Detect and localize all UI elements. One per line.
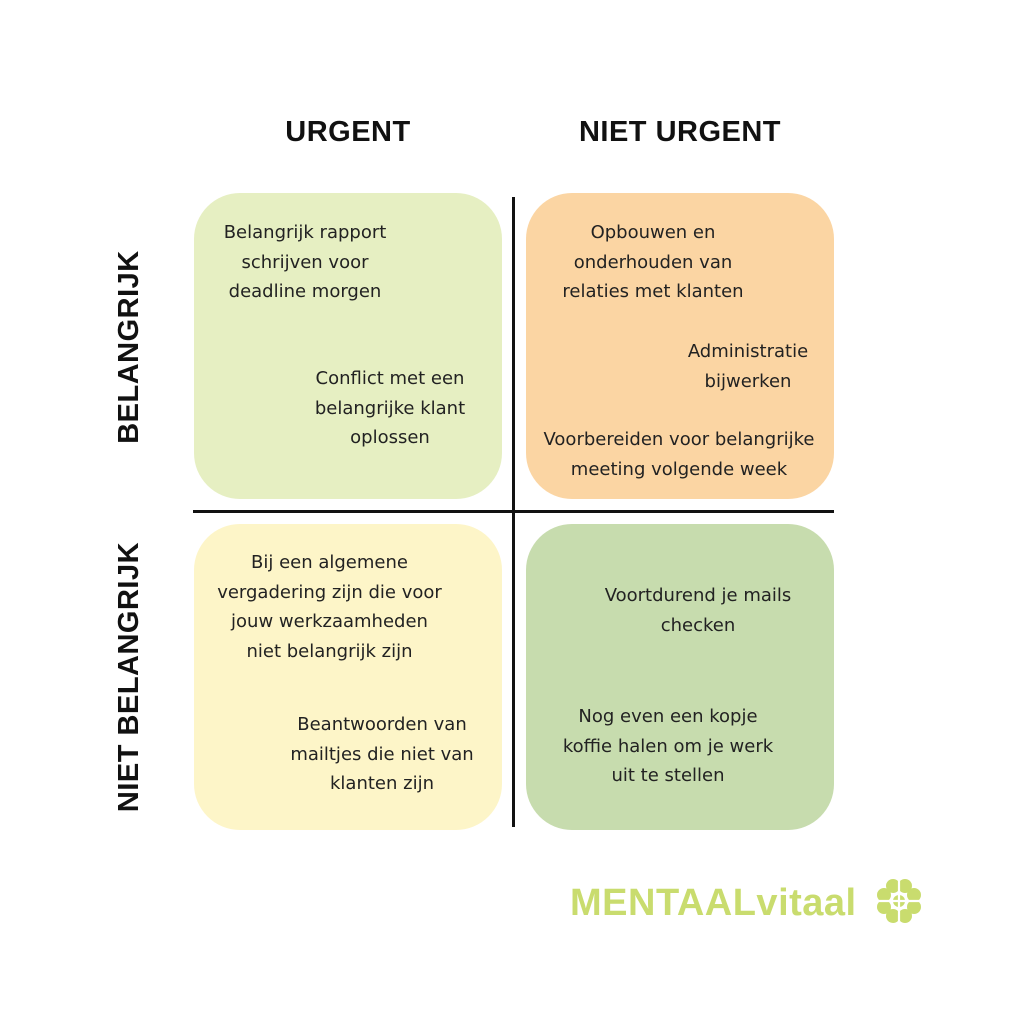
- quadrant-urgent-important: [194, 193, 502, 499]
- note-conflict: Conflict met een belangrijke klant oplos…: [314, 368, 466, 448]
- column-header-urgent: URGENT: [285, 116, 411, 148]
- clover-icon: [877, 879, 921, 923]
- row-header-niet-belangrijk: NIET BELANGRIJK: [113, 541, 145, 813]
- horizontal-divider: [193, 510, 834, 513]
- quadrant-urgent-not-important: [194, 524, 502, 830]
- quadrant-not-urgent-not-important: [526, 524, 834, 830]
- quadrant-not-urgent-important: [526, 193, 834, 499]
- column-header-niet-urgent: NIET URGENT: [578, 116, 782, 148]
- note-mails-checken: Voortdurend je mails checken: [604, 585, 792, 636]
- note-mailtjes: Beantwoorden van mailtjes die niet van k…: [290, 714, 474, 794]
- row-header-belangrijk: BELANGRIJK: [113, 250, 145, 444]
- note-rapport: Belangrijk rapport schrijven voor deadli…: [223, 222, 387, 302]
- note-relaties: Opbouwen en onderhouden van relaties met…: [562, 222, 744, 302]
- note-koffie: Nog even een kopje koffie halen om je we…: [562, 706, 774, 786]
- brand-name: MENTAALvitaal: [570, 882, 857, 924]
- note-administratie: Administratie bijwerken: [687, 341, 809, 392]
- note-voorbereiden: Voorbereiden voor belangrijke meeting vo…: [543, 429, 815, 480]
- note-vergadering: Bij een algemene vergadering zijn die vo…: [217, 552, 442, 662]
